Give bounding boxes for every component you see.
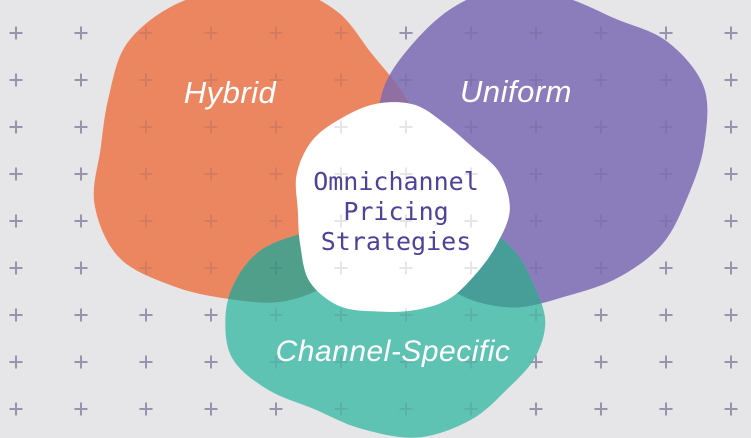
uniform-label: Uniform [459, 74, 572, 109]
plus-pattern-under [9, 26, 738, 416]
plus-pattern-over [9, 26, 738, 416]
center-circle [295, 102, 510, 312]
diagram-title: Omnichannel Pricing Strategies [313, 167, 479, 256]
hybrid-label: Hybrid [183, 75, 277, 110]
channel-specific-label: Channel-Specific [275, 335, 511, 368]
